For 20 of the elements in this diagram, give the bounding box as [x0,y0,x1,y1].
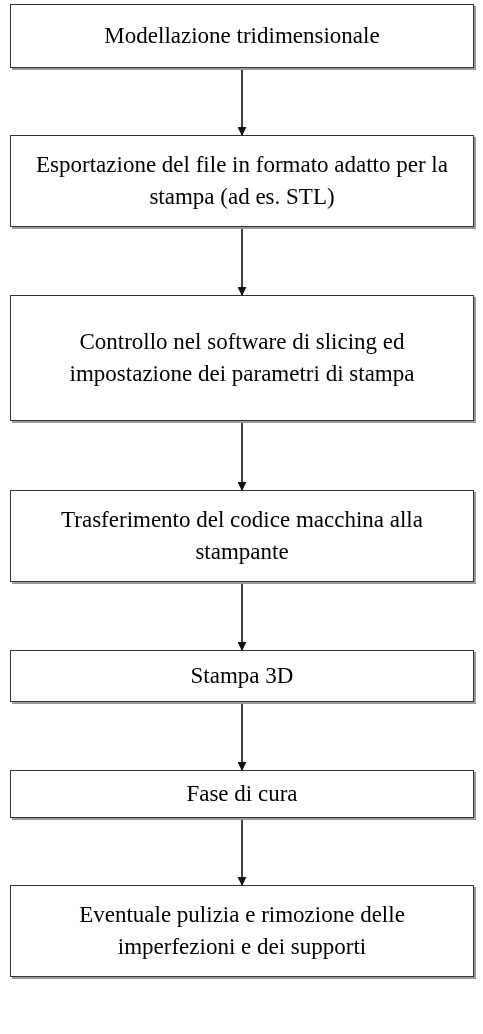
step-text: Eventuale pulizia e rimozione delle imperfezioni e dei supporti [78,900,406,961]
step-text: Trasferimento del codice macchina alla stampante [60,505,424,566]
process-box [10,650,474,702]
step-text: Fase di cura [186,779,298,808]
step-text: Modellazione tridimensionale [104,21,380,50]
arrow [237,420,247,491]
arrow [237,701,247,771]
process-box [10,490,474,582]
arrow [237,67,247,136]
process-box [10,135,474,227]
step-text: Stampa 3D [190,661,294,690]
step-text: Controllo nel software di slicing ed impostazione dei parametri di stampa [68,327,416,388]
arrow [237,581,247,651]
process-box [10,770,474,818]
arrow [237,226,247,296]
process-box [10,885,474,977]
arrow [237,817,247,886]
process-box [10,295,474,421]
step-text: Esportazione del file in formato adatto per la stampa (ad es. STL) [35,150,449,211]
process-box [10,4,474,68]
